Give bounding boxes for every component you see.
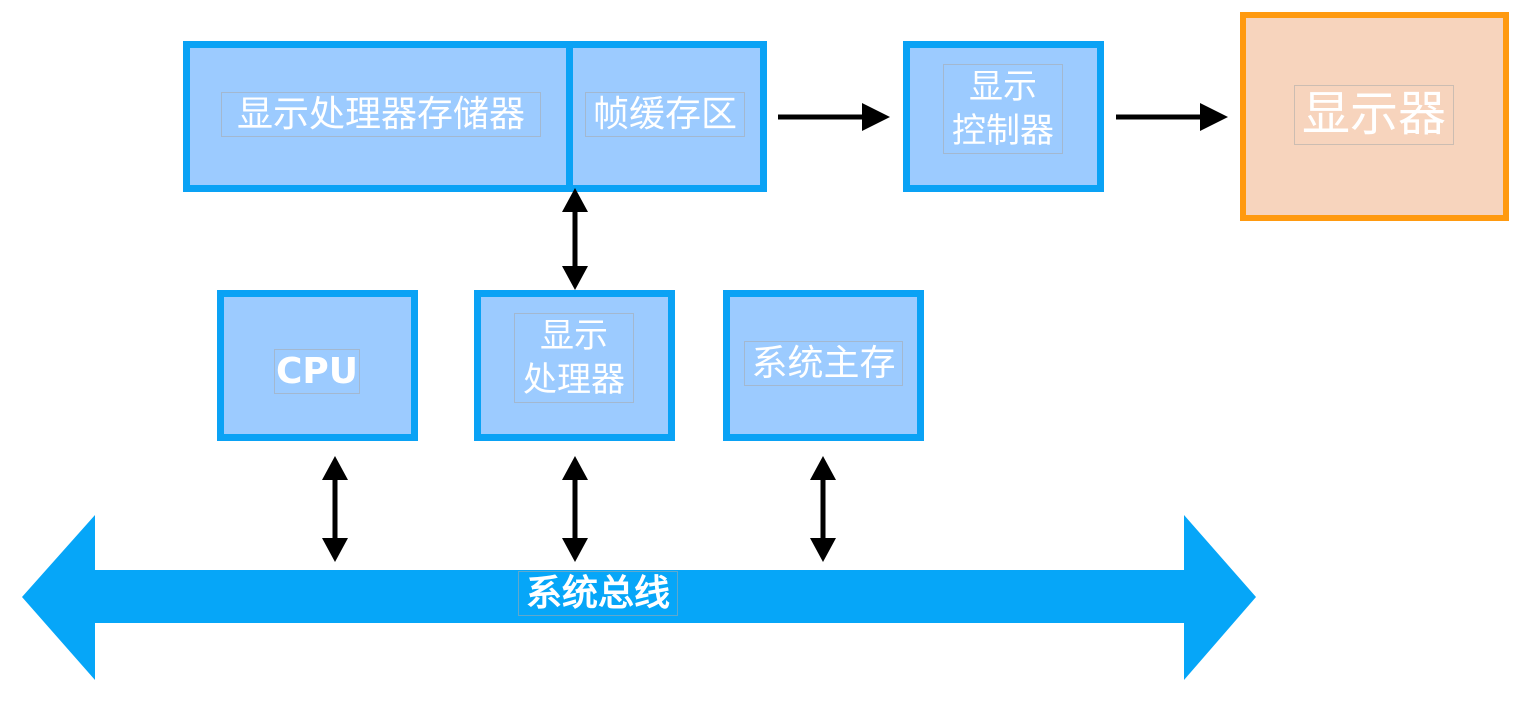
- frame-buffer-label: 帧缓存区: [585, 91, 745, 138]
- display-processor-label: 显示 处理器: [514, 312, 634, 404]
- frame-buffer-box: 帧缓存区: [566, 41, 767, 192]
- cpu-label: CPU: [274, 348, 360, 395]
- system-memory-label: 系统主存: [744, 340, 903, 387]
- display-processor-memory-label: 显示处理器存储器: [221, 91, 541, 138]
- system-bus-label: 系统总线: [518, 570, 678, 617]
- display-controller-label: 显示 控制器: [943, 63, 1063, 155]
- display-processor-line1: 显示: [540, 316, 608, 356]
- display-controller-box: 显示 控制器: [903, 41, 1104, 192]
- system-memory-box: 系统主存: [723, 290, 924, 441]
- display-controller-line1: 显示: [969, 67, 1037, 107]
- display-controller-line2: 控制器: [952, 111, 1054, 152]
- monitor-box: 显示器: [1240, 12, 1509, 221]
- display-processor-line2: 处理器: [523, 360, 625, 401]
- display-processor-box: 显示 处理器: [474, 290, 675, 441]
- cpu-box: CPU: [217, 290, 418, 441]
- display-processor-memory-box: 显示处理器存储器: [183, 41, 575, 192]
- monitor-label: 显示器: [1294, 85, 1454, 145]
